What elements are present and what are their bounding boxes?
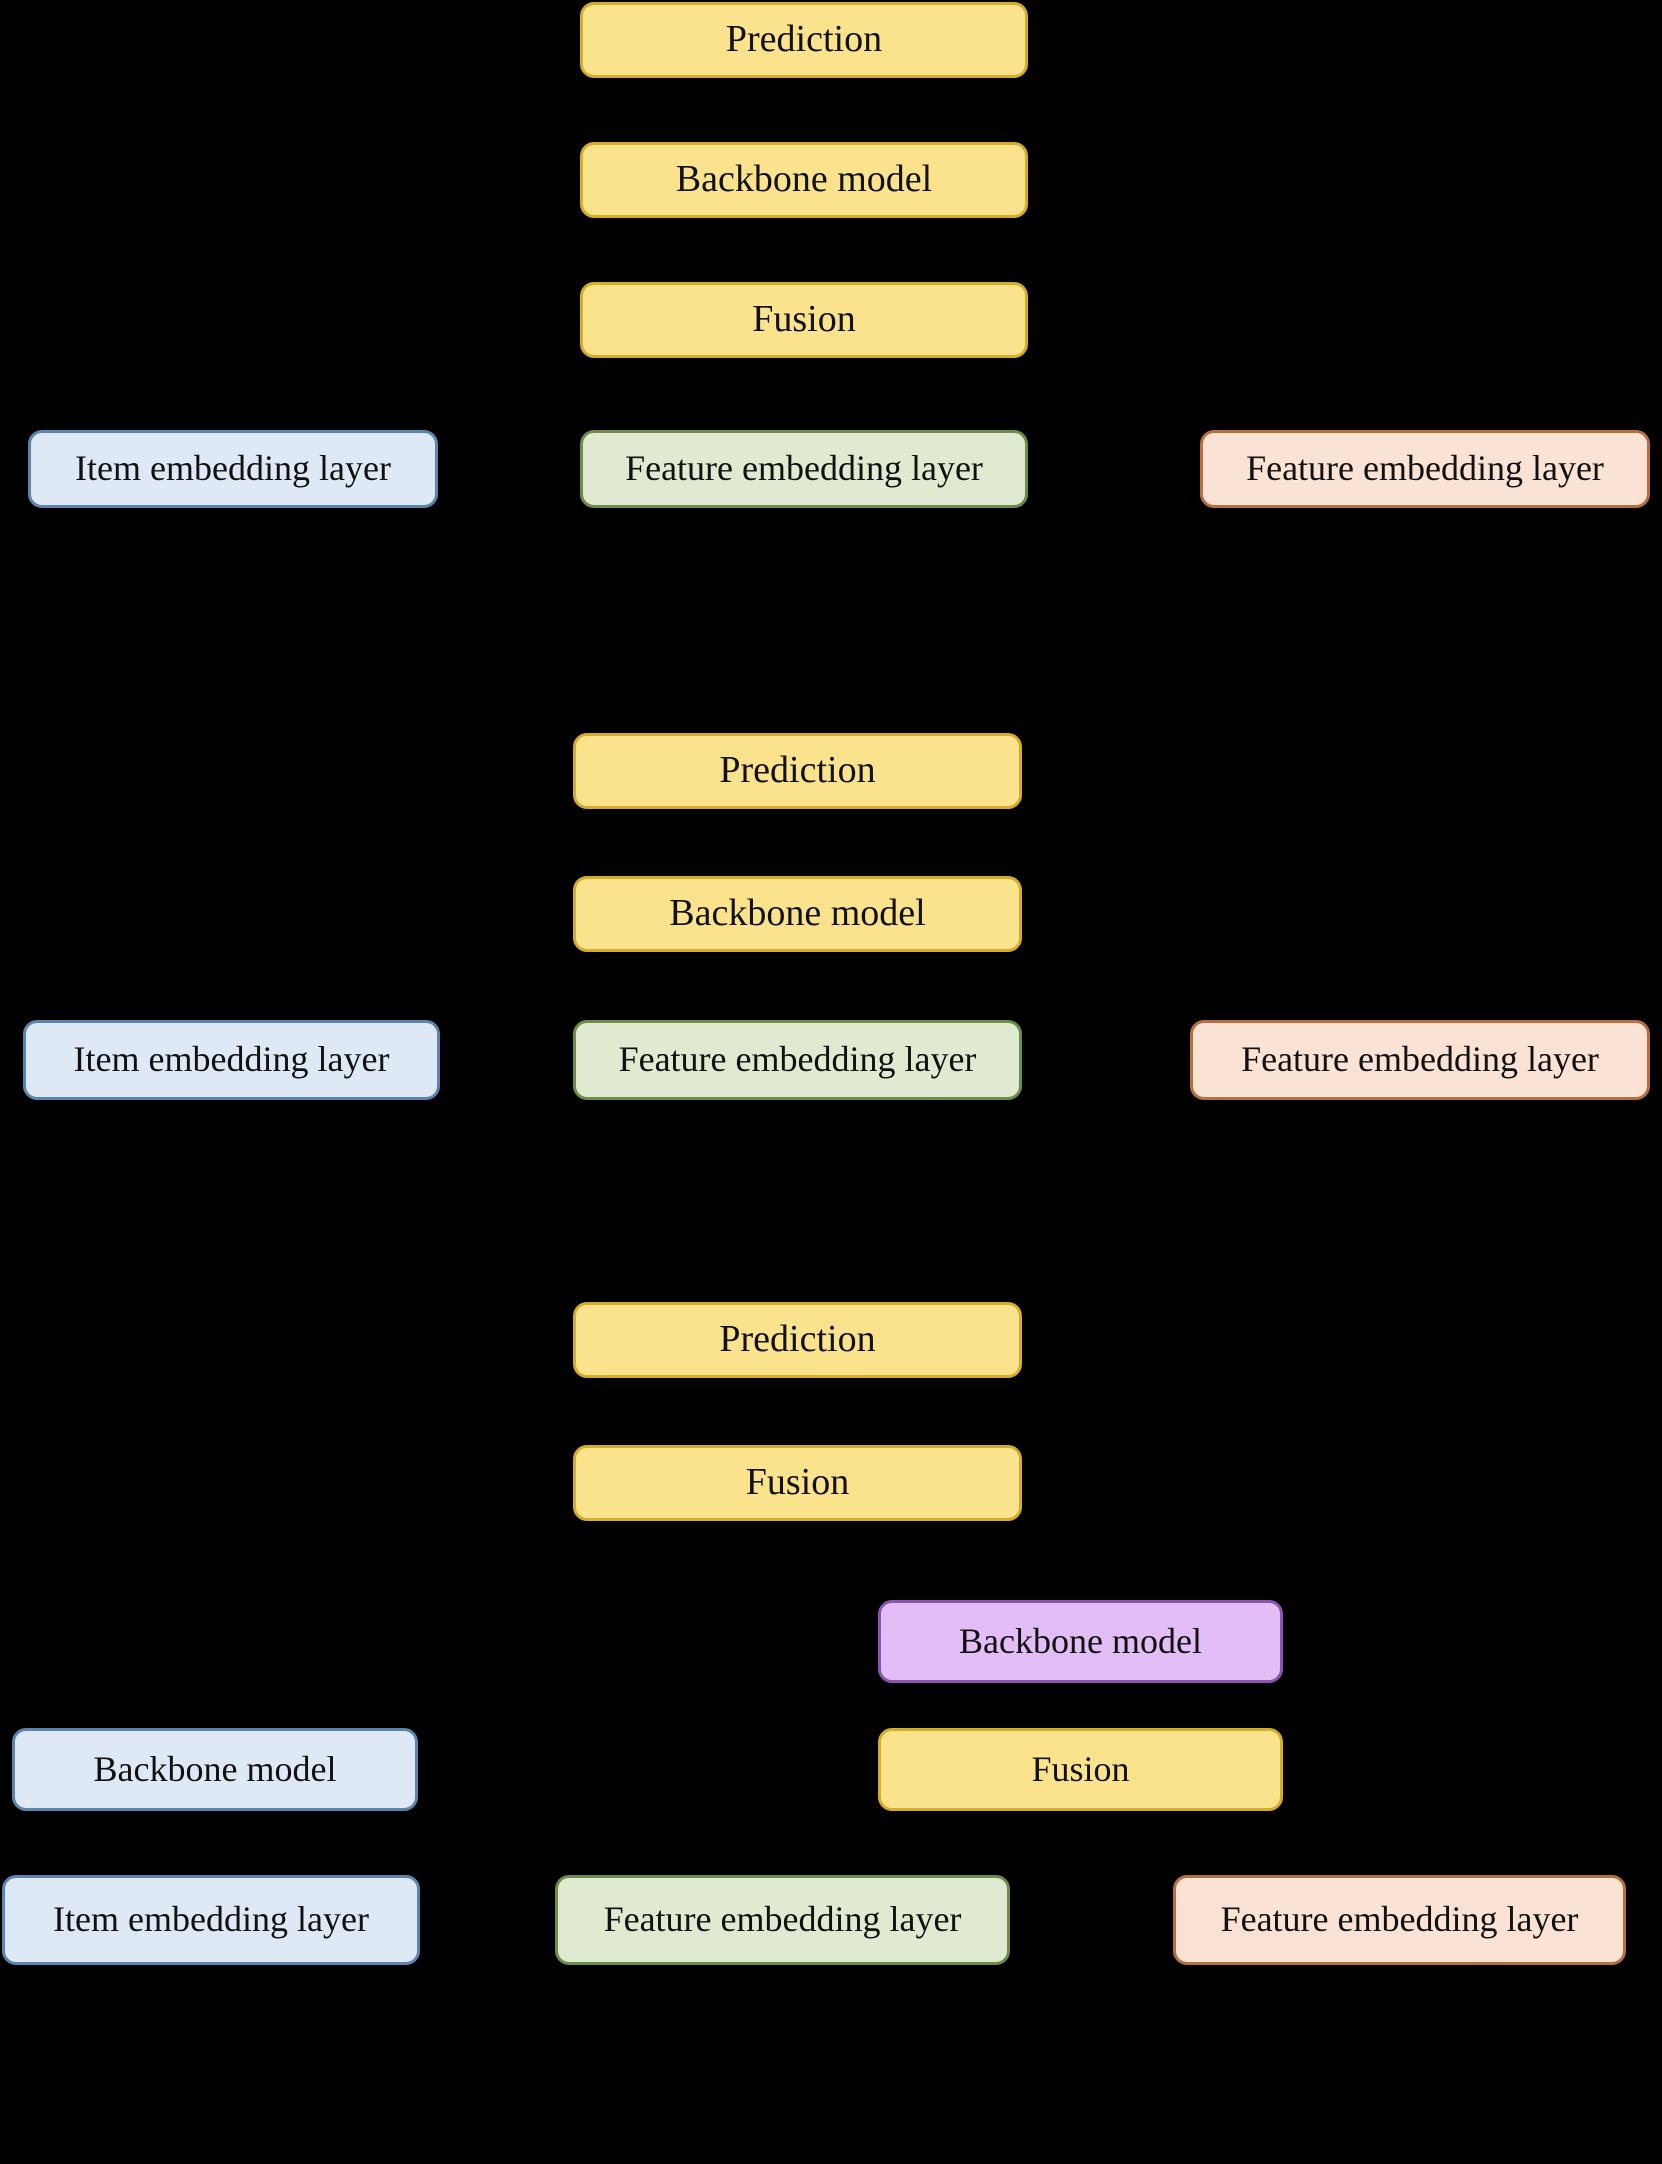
node-a-feat-emb-1[interactable]: Feature embedding layer (580, 430, 1028, 508)
node-label: Feature embedding layer (625, 448, 983, 489)
node-label: Feature embedding layer (603, 1899, 962, 1940)
node-label: Feature embedding layer (618, 1039, 977, 1080)
node-c-feat-emb-2[interactable]: Feature embedding layer (1173, 1875, 1626, 1965)
node-c-fusion-bot[interactable]: Fusion (878, 1728, 1283, 1811)
node-label: Prediction (719, 749, 876, 792)
node-label: Feature embedding layer (1220, 1899, 1579, 1940)
node-label: Feature embedding layer (1246, 448, 1604, 489)
node-a-item-emb[interactable]: Item embedding layer (28, 430, 438, 508)
node-label: Feature embedding layer (1241, 1039, 1599, 1080)
node-a-backbone[interactable]: Backbone model (580, 142, 1028, 218)
node-label: Item embedding layer (75, 448, 391, 489)
node-c-feat-emb-1[interactable]: Feature embedding layer (555, 1875, 1010, 1965)
node-label: Prediction (725, 18, 883, 61)
node-a-prediction[interactable]: Prediction (580, 2, 1028, 78)
node-label: Item embedding layer (73, 1039, 390, 1080)
node-b-feat-emb-2[interactable]: Feature embedding layer (1190, 1020, 1650, 1100)
node-label: Backbone model (93, 1748, 337, 1789)
edge-c-feat-emb-1-to-c-fusion-bot (780, 1805, 1094, 1875)
node-label: Backbone model (959, 1620, 1202, 1661)
node-c-item-emb[interactable]: Item embedding layer (2, 1875, 420, 1965)
node-label: Fusion (752, 298, 856, 341)
edge-b-item-emb-to-b-backbone (229, 946, 811, 1020)
edge-a-feat-emb-2-to-a-fusion (790, 352, 1427, 430)
node-b-feat-emb-1[interactable]: Feature embedding layer (573, 1020, 1022, 1100)
node-c-backbone-b[interactable]: Backbone model (12, 1728, 418, 1811)
node-label: Fusion (1031, 1748, 1130, 1789)
node-b-backbone[interactable]: Backbone model (573, 876, 1022, 952)
node-a-fusion[interactable]: Fusion (580, 282, 1028, 358)
node-label: Prediction (719, 1318, 876, 1361)
node-label: Backbone model (675, 158, 933, 201)
edge-b-feat-emb-2-to-b-backbone (783, 946, 1422, 1020)
edge-c-backbone-p-to-c-fusion-top (783, 1515, 1082, 1600)
edge-c-feat-emb-2-to-c-fusion-bot (1066, 1805, 1401, 1875)
node-c-backbone-p[interactable]: Backbone model (878, 1600, 1283, 1683)
node-b-item-emb[interactable]: Item embedding layer (23, 1020, 440, 1100)
node-b-prediction[interactable]: Prediction (573, 733, 1022, 809)
node-c-prediction[interactable]: Prediction (573, 1302, 1022, 1378)
edge-a-item-emb-to-a-fusion (231, 352, 818, 430)
node-a-feat-emb-2[interactable]: Feature embedding layer (1200, 430, 1650, 508)
node-label: Fusion (745, 1461, 850, 1504)
edge-c-backbone-b-to-c-fusion-top (213, 1515, 811, 1728)
node-c-fusion-top[interactable]: Fusion (573, 1445, 1022, 1521)
node-label: Backbone model (669, 892, 926, 935)
node-label: Item embedding layer (53, 1899, 369, 1940)
